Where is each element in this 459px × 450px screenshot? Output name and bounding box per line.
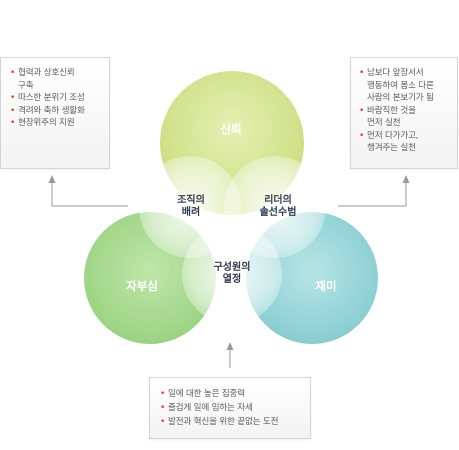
list-item: •현장위주의 지원	[10, 118, 75, 128]
list-item: •따스한 분위기 조성	[10, 93, 85, 103]
circle-passion	[182, 224, 282, 324]
bullet-icon: •	[359, 68, 365, 78]
box-bottom-list: •일에 대한 높은 집중력 •즐겁게 일에 임하는 자세 •발전과 혁신을 위한…	[160, 387, 306, 429]
box-bottom: •일에 대한 높은 집중력 •즐겁게 일에 임하는 자세 •발전과 혁신을 위한…	[149, 377, 311, 439]
list-item: •협력과 상호신뢰 구축	[10, 68, 75, 91]
bullet-icon: •	[10, 105, 16, 116]
bullet-icon: •	[160, 417, 166, 427]
bullet-icon: •	[359, 105, 365, 116]
label-self-esteem: 자부심	[126, 279, 158, 293]
list-item: •먼저 다가가고, 챙겨주는 실천	[359, 130, 419, 154]
list-item: •바람직한 것을 먼저 실천	[359, 105, 416, 129]
connector-left-arrow	[48, 175, 56, 183]
box-left: •협력과 상호신뢰 구축 •따스한 분위기 조성 •격려와 축하 생활화 •현장…	[0, 57, 110, 169]
list-item: •남보다 앞장서서 행동하여 몸소 다른 사람의 본보기가 됨	[359, 68, 434, 103]
box-right-list: •남보다 앞장서서 행동하여 몸소 다른 사람의 본보기가 됨 •바람직한 것을…	[359, 67, 453, 155]
bullet-icon: •	[160, 403, 166, 413]
bullet-icon: •	[10, 118, 16, 128]
connector-left	[51, 181, 128, 207]
list-item: •발전과 혁신을 위한 끝없는 도전	[160, 417, 279, 427]
bullet-icon: •	[10, 68, 16, 78]
bullet-icon: •	[160, 389, 166, 399]
box-right: •남보다 앞장서서 행동하여 몸소 다른 사람의 본보기가 됨 •바람직한 것을…	[350, 57, 458, 169]
bullet-icon: •	[10, 93, 16, 103]
label-care: 조직의 배려	[177, 195, 205, 218]
label-fun: 재미	[315, 279, 337, 293]
list-item: •격려와 축하 생활화	[10, 105, 85, 116]
connector-right	[338, 181, 407, 207]
label-trust: 신뢰	[220, 122, 242, 136]
connector-right-arrow	[402, 175, 410, 183]
bullet-icon: •	[359, 130, 365, 141]
label-leader: 리더의 솔선수범	[259, 195, 297, 218]
list-item: •즐겁게 일에 임하는 자세	[160, 403, 253, 413]
label-passion: 구성원의 열정	[213, 262, 251, 285]
list-item: •일에 대한 높은 집중력	[160, 389, 245, 399]
connector-bottom-arrow	[226, 342, 234, 350]
box-left-list: •협력과 상호신뢰 구축 •따스한 분위기 조성 •격려와 축하 생활화 •현장…	[10, 67, 103, 130]
